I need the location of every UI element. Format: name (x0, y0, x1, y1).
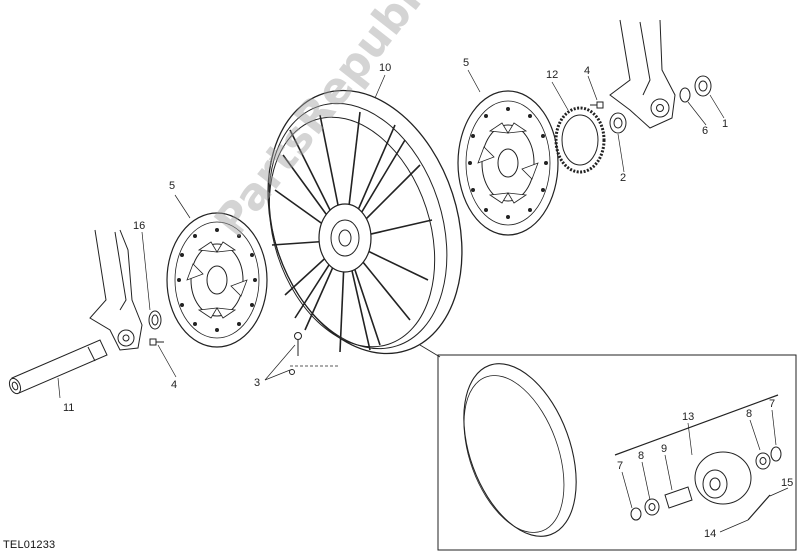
tone-ring (554, 106, 606, 174)
callout-5-left: 5 (169, 180, 176, 192)
right-disc-bolt (590, 101, 604, 109)
spacer-16 (148, 310, 162, 330)
callout-11: 11 (63, 402, 75, 414)
callout-13: 13 (682, 411, 695, 423)
callout-1: 1 (722, 118, 729, 130)
inset-seal-7-right (770, 446, 782, 462)
callout-9: 9 (661, 443, 668, 455)
diagram-code: TEL01233 (3, 539, 56, 551)
wheel-hub (318, 203, 372, 273)
callout-15: 15 (781, 477, 794, 489)
callout-4-right: 4 (584, 65, 591, 77)
left-brake-disc (166, 212, 268, 348)
inset-nipple-15 (747, 494, 771, 521)
inset-bearing-8-right (755, 452, 771, 470)
callout-8-left: 8 (638, 450, 645, 462)
inset-leader-lines (621, 409, 789, 533)
left-fork-leg (89, 229, 143, 351)
spacer-2 (609, 112, 627, 134)
callout-7-right: 7 (769, 398, 776, 410)
axle (8, 339, 108, 395)
callout-14: 14 (704, 528, 717, 540)
front-wheel (267, 89, 463, 355)
left-disc-bolt (149, 338, 164, 346)
callout-4-left: 4 (171, 379, 178, 391)
right-brake-disc (457, 90, 559, 236)
inset-seal-7-left (630, 507, 642, 521)
callout-16: 16 (133, 220, 146, 232)
callout-8-right: 8 (746, 408, 753, 420)
callout-3: 3 (254, 377, 261, 389)
inset-bearing-8-left (644, 498, 660, 516)
leader-lines (57, 69, 725, 399)
callout-10: 10 (379, 62, 392, 74)
callout-5-right: 5 (463, 57, 470, 69)
inset-inner-spacer-9 (664, 486, 693, 509)
seal-6 (679, 87, 691, 103)
callout-6: 6 (702, 125, 709, 137)
callout-12: 12 (546, 69, 559, 81)
right-fork-leg (609, 19, 676, 129)
spacer-1 (694, 75, 712, 97)
valve-parts (289, 332, 302, 375)
callout-7-left: 7 (617, 460, 624, 472)
callout-2: 2 (620, 172, 627, 184)
detail-inset (419, 344, 797, 551)
inset-hub (694, 451, 752, 505)
